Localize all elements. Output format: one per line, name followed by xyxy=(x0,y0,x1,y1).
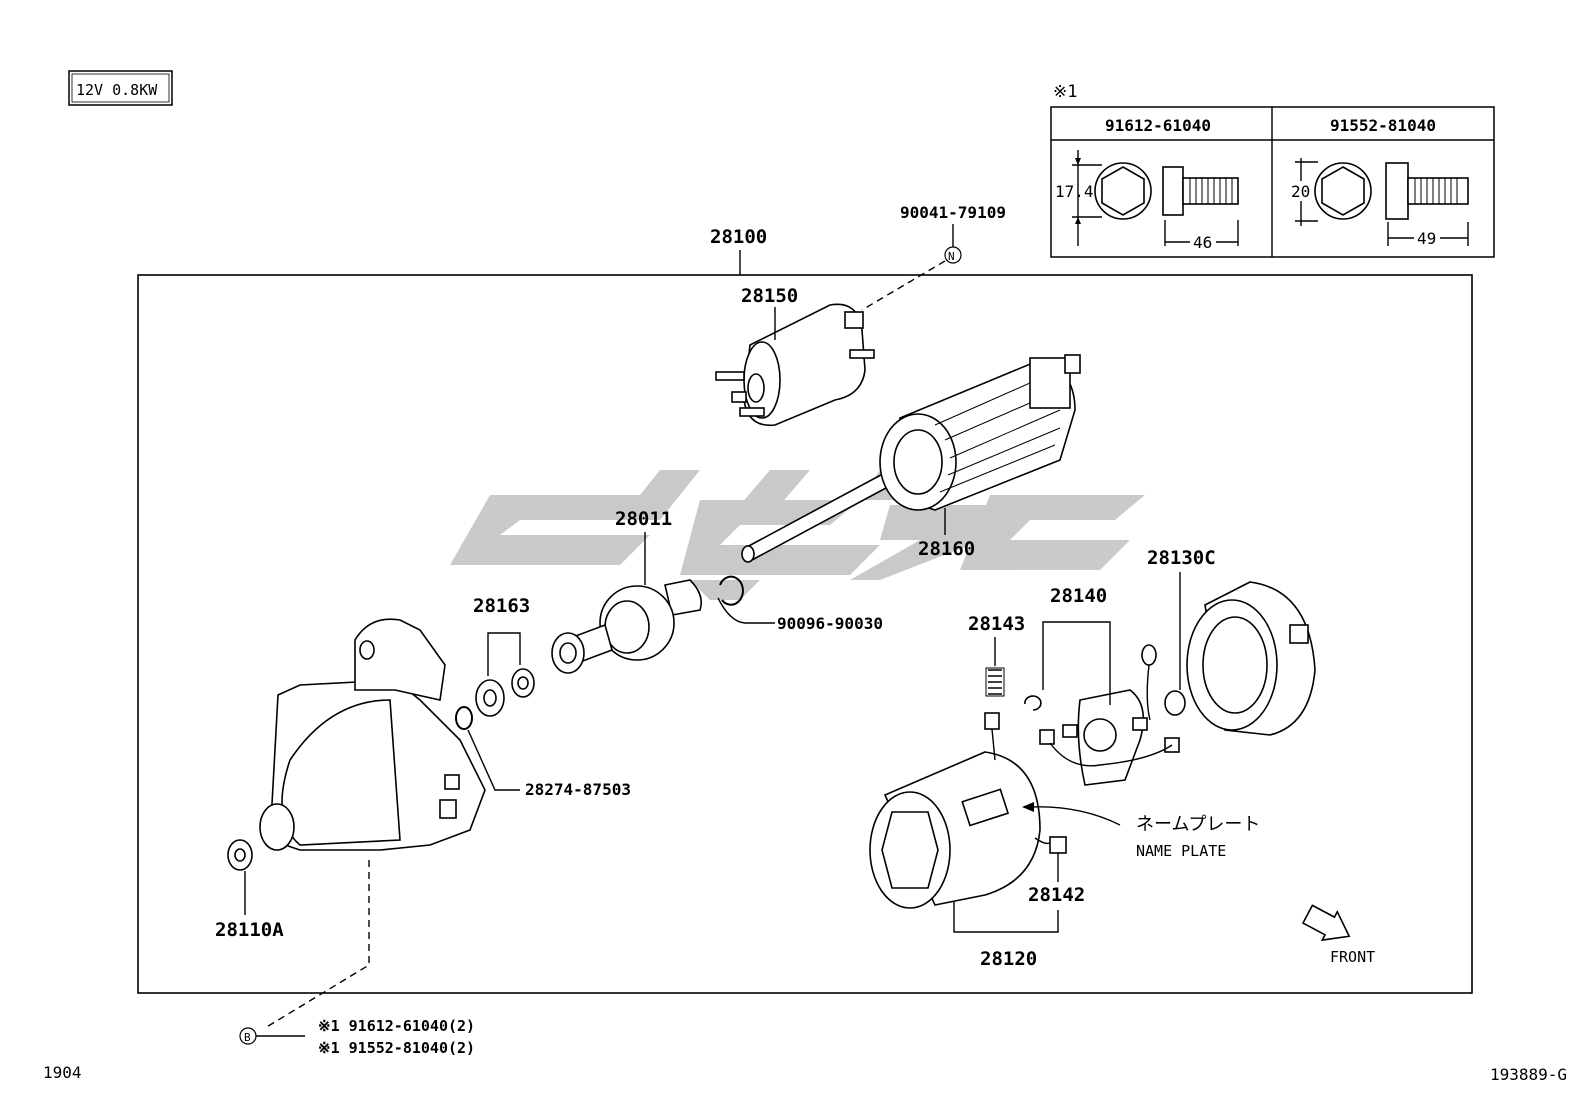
name-plate-leader xyxy=(1029,806,1121,826)
spec-box xyxy=(68,70,173,106)
brush-28142 xyxy=(1034,836,1067,854)
assembly-label: 28100 xyxy=(710,226,767,248)
label-28143: 28143 xyxy=(968,613,1025,635)
end-frame-28130C xyxy=(1186,581,1316,736)
armature-28160 xyxy=(741,354,1081,563)
label-90096-90030: 90096-90030 xyxy=(777,614,883,633)
svg-text:B: B xyxy=(244,1031,251,1044)
label-28274-87503: 28274-87503 xyxy=(525,780,631,799)
front-label: FRONT xyxy=(1330,948,1375,966)
bolt2-length-dim: 49 xyxy=(1417,229,1436,248)
svg-text:N: N xyxy=(948,250,955,263)
solenoid-28150 xyxy=(715,303,875,427)
bolt1-part-no: 91612-61040 xyxy=(1105,116,1211,135)
bolt2-side-drawing: 49 xyxy=(1385,162,1469,248)
label-28150: 28150 xyxy=(741,285,798,307)
bolt1-side-drawing: 46 xyxy=(1162,166,1239,252)
label-28110A: 28110A xyxy=(215,919,284,941)
clip-28274 xyxy=(455,706,473,730)
front-arrow-icon xyxy=(1301,904,1351,942)
bolt2-height-dim: 20 xyxy=(1291,182,1310,201)
label-28160: 28160 xyxy=(918,538,975,560)
bolt1-length-dim: 46 xyxy=(1193,233,1212,252)
washers-28163 xyxy=(475,668,535,717)
name-plate-jp: ネームプレート xyxy=(1136,814,1260,835)
bolt1-height-dim: 17.4 xyxy=(1055,182,1094,201)
bolt-table: ※1 91612-61040 91552-81040 17.4 46 xyxy=(1050,82,1495,258)
label-28140: 28140 xyxy=(1050,585,1107,607)
bolt2-part-no: 91552-81040 xyxy=(1330,116,1436,135)
marker-N xyxy=(944,246,962,264)
drive-housing xyxy=(259,618,486,851)
footer-left: 1904 xyxy=(43,1063,82,1082)
bushing-28110A xyxy=(227,839,253,871)
bolt2-head-drawing: 20 xyxy=(1290,158,1372,226)
footer-right: 193889-G xyxy=(1490,1065,1567,1084)
bolt-ref-line1: ※1 91612-61040(2) xyxy=(318,1017,475,1035)
brush-holder-28140 xyxy=(1024,644,1180,786)
clutch-28011 xyxy=(551,579,703,674)
label-28120: 28120 xyxy=(980,948,1037,970)
label-90041-79109: 90041-79109 xyxy=(900,203,1006,222)
bolt-table-marker: ※1 xyxy=(1053,82,1077,102)
label-28163: 28163 xyxy=(473,595,530,617)
label-28011: 28011 xyxy=(615,508,672,530)
spec-text: 12V 0.8KW xyxy=(76,81,158,99)
bolt1-head-drawing: 17.4 xyxy=(1055,150,1152,246)
bolt-ref-leader xyxy=(264,860,370,1029)
snap-ring xyxy=(719,575,744,606)
brush-spring-28143 xyxy=(985,667,1005,697)
label-28130C: 28130C xyxy=(1147,547,1216,569)
yoke-28120 xyxy=(869,712,1041,909)
bolt-ref-line2: ※1 91552-81040(2) xyxy=(318,1039,475,1057)
assembly-frame xyxy=(137,274,1473,994)
name-plate-en: NAME PLATE xyxy=(1136,842,1226,860)
label-28142: 28142 xyxy=(1028,884,1085,906)
